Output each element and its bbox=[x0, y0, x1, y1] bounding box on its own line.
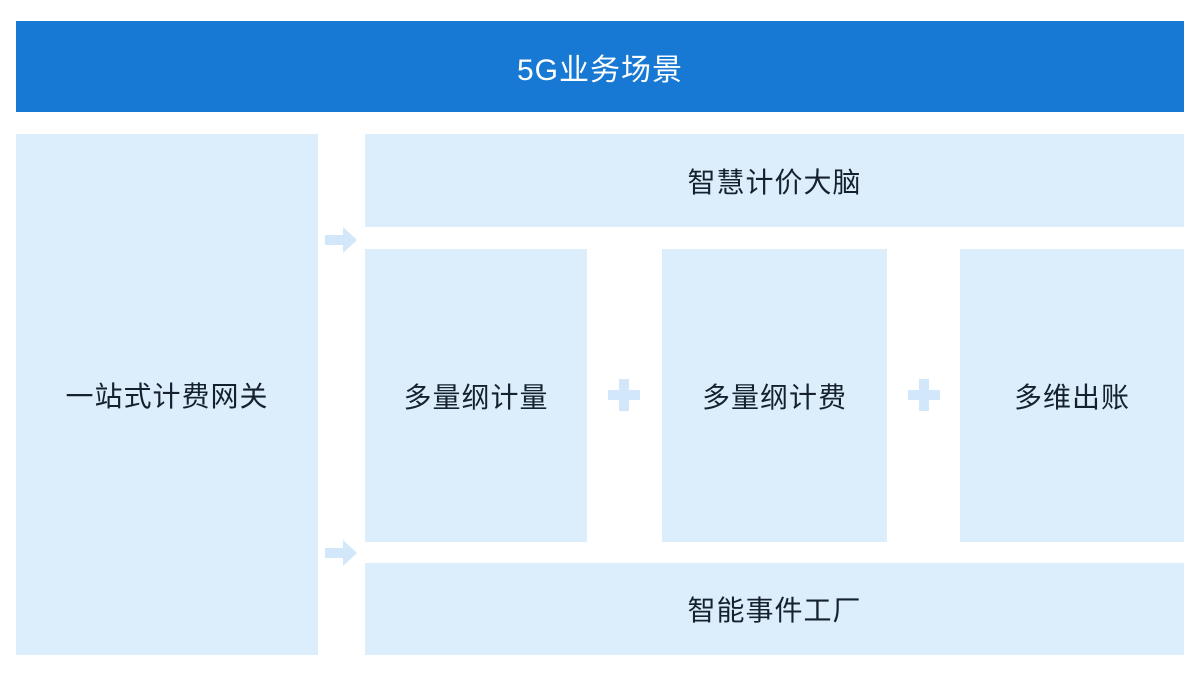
plus-vertical-bar bbox=[919, 379, 929, 411]
metering-box: 多量纲计量 bbox=[365, 249, 587, 542]
left-gateway-label: 一站式计费网关 bbox=[65, 380, 269, 412]
arrow-right-icon bbox=[325, 540, 357, 566]
invoicing-label: 多维出账 bbox=[1013, 381, 1130, 413]
plus-icon bbox=[908, 379, 940, 411]
invoicing-box: 多维出账 bbox=[960, 249, 1184, 542]
plus-icon bbox=[608, 379, 640, 411]
plus-vertical-bar bbox=[619, 379, 629, 411]
arrow-right-icon bbox=[325, 227, 357, 253]
event-factory-label: 智能事件工厂 bbox=[687, 595, 862, 626]
header-title: 5G业务场景 bbox=[516, 53, 684, 87]
event-factory-box: 智能事件工厂 bbox=[365, 563, 1184, 655]
pricing-brain-label: 智慧计价大脑 bbox=[687, 166, 862, 198]
left-gateway-box: 一站式计费网关 bbox=[16, 134, 318, 655]
billing-box: 多量纲计费 bbox=[662, 249, 887, 542]
header-banner: 5G业务场景 bbox=[16, 21, 1184, 112]
pricing-brain-box: 智慧计价大脑 bbox=[365, 134, 1184, 227]
metering-label: 多量纲计量 bbox=[403, 381, 549, 413]
billing-label: 多量纲计费 bbox=[701, 381, 847, 413]
